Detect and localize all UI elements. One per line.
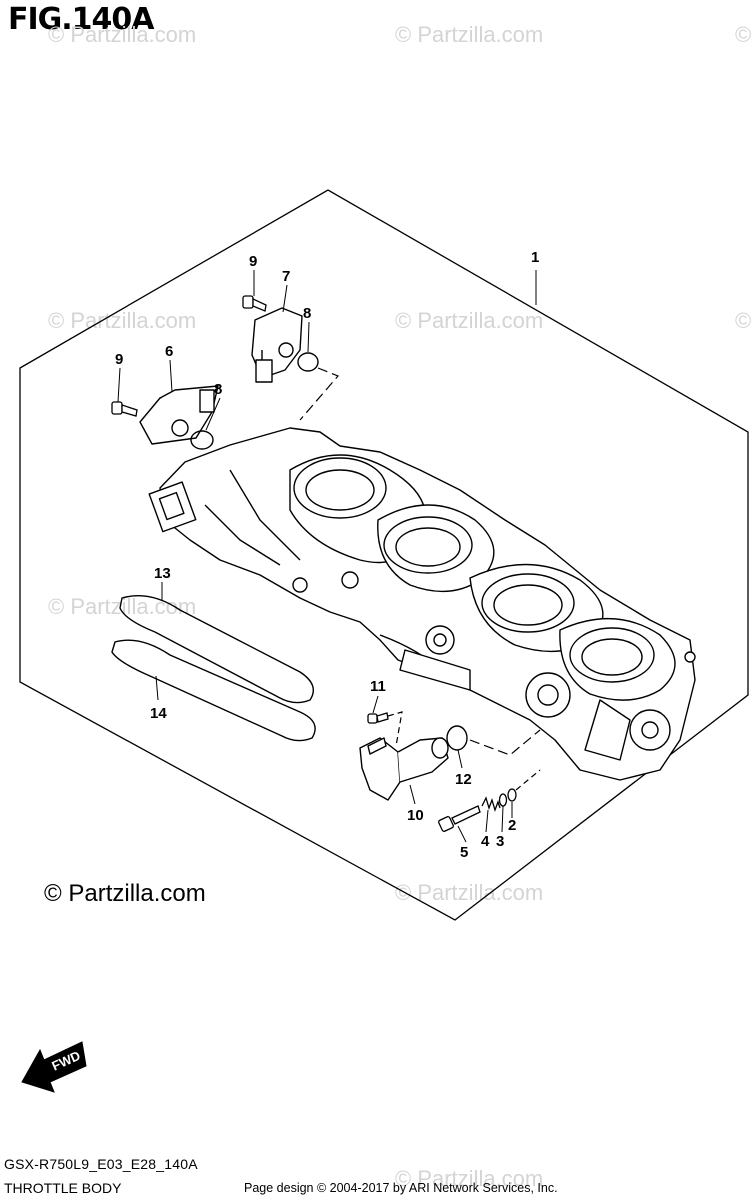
partzilla-credit: © Partzilla.com xyxy=(44,880,206,907)
callout-11: 11 xyxy=(370,678,386,695)
model-code: GSX-R750L9_E03_E28_140A xyxy=(4,1156,198,1172)
part-6-sensor xyxy=(139,385,219,445)
callout-9: 9 xyxy=(115,351,123,368)
part-4-spring xyxy=(481,796,501,813)
part-8-o-ring xyxy=(297,352,319,372)
watermark: © Partzilla.com xyxy=(735,22,753,47)
part-2-o-ring xyxy=(507,788,517,802)
figure-title: FIG.140A xyxy=(8,2,155,37)
callout-3: 3 xyxy=(496,833,504,850)
part-11-screw xyxy=(367,712,389,724)
part-7-sensor xyxy=(251,307,303,383)
assembly-leader-dashed xyxy=(299,367,340,421)
callout-13: 13 xyxy=(154,565,171,582)
part-3-washer xyxy=(498,793,508,807)
throttle-body xyxy=(148,427,696,781)
callout-10: 10 xyxy=(407,807,424,824)
callout-9: 9 xyxy=(249,253,257,270)
diagram-caption: THROTTLE BODY xyxy=(4,1180,122,1196)
part-9-bolt xyxy=(111,401,138,417)
callout-12: 12 xyxy=(455,771,472,788)
assembly-leader-dashed xyxy=(387,711,403,747)
callout-labels: 1 2 3 4 5 6 7 8 8 9 9 10 11 12 13 14 xyxy=(115,249,539,861)
callout-6: 6 xyxy=(165,343,173,360)
part-13-gasket xyxy=(119,595,314,704)
callout-8: 8 xyxy=(214,381,222,398)
watermark: © Partzilla.com xyxy=(395,22,543,47)
part-8-o-ring xyxy=(190,430,214,450)
part-12-o-ring xyxy=(446,725,468,751)
callout-4: 4 xyxy=(481,833,490,850)
callout-8: 8 xyxy=(303,305,311,322)
callout-7: 7 xyxy=(282,268,290,285)
assembly-boundary xyxy=(19,189,749,921)
watermark: © Partzilla.com xyxy=(48,22,196,47)
watermark: © Partzilla.com xyxy=(395,880,543,905)
callout-5: 5 xyxy=(460,844,468,861)
forward-direction-arrow: FWD xyxy=(21,1041,87,1093)
watermark: © Partzilla.com xyxy=(735,308,753,333)
watermark: © Partzilla.com xyxy=(395,1166,543,1191)
part-10-sensor xyxy=(359,737,449,801)
leader-lines xyxy=(117,270,537,843)
part-5-screw xyxy=(438,805,481,832)
callout-14: 14 xyxy=(150,705,167,722)
watermark: © Partzilla.com xyxy=(48,308,196,333)
watermark: © Partzilla.com xyxy=(395,308,543,333)
assembly-leader-dashed xyxy=(469,729,541,756)
callout-1: 1 xyxy=(531,249,539,266)
callout-2: 2 xyxy=(508,817,516,834)
page-footer: Page design © 2004-2017 by ARI Network S… xyxy=(244,1181,558,1195)
part-9-bolt xyxy=(242,295,267,312)
part-14-gasket xyxy=(111,639,316,742)
assembly-leader-dashed xyxy=(515,769,541,791)
